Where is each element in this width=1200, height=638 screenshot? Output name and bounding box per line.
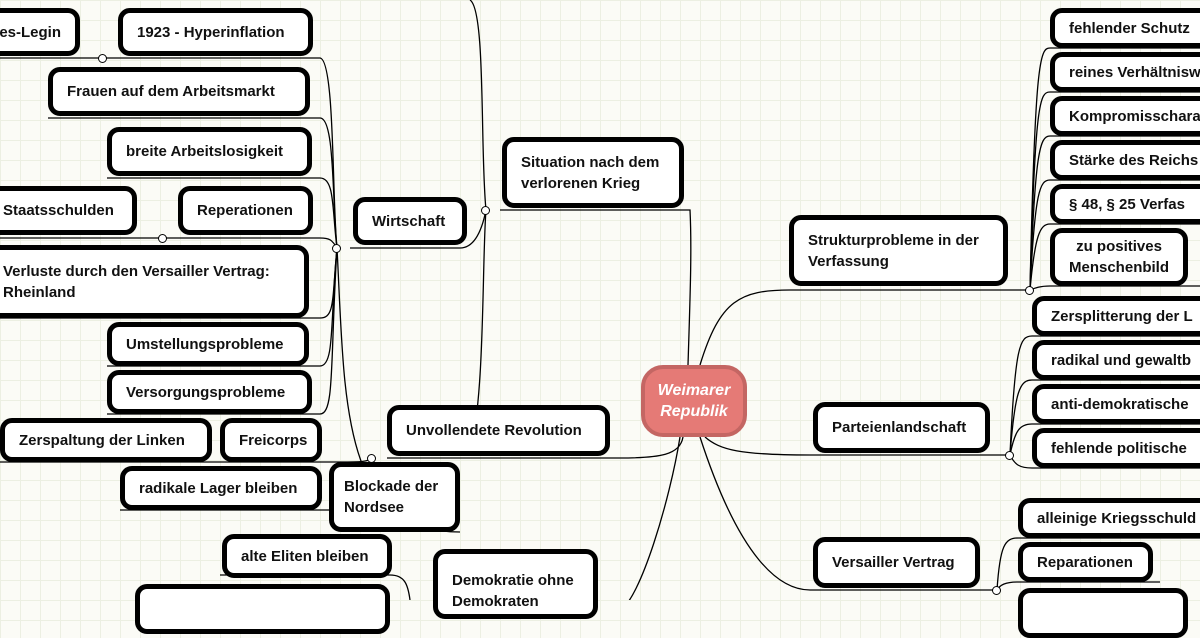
node-label: Freicorps (239, 431, 308, 449)
node-positives-menschenbild[interactable]: zu positives Menschenbild (1050, 228, 1188, 286)
node-label: Parteienlandschaft (832, 419, 967, 436)
node-zerspaltung-linken[interactable]: Zerspaltung der Linken (0, 418, 212, 462)
branch-dot[interactable] (332, 244, 341, 253)
branch-dot[interactable] (98, 54, 107, 63)
node-radikale-lager[interactable]: radikale Lager bleiben (120, 466, 322, 510)
node-es-legin[interactable]: es-Legin (0, 8, 80, 56)
node-label: Blockade der Nordsee (344, 478, 439, 516)
central-topic-label: Weimarer Republik (657, 382, 731, 420)
node-demokratie-ohne-demokraten[interactable]: Demokratie ohne Demokraten (433, 549, 598, 619)
node-label: Strukturprobleme in der Verfassung (808, 231, 979, 270)
node-label: reines Verhältnisw (1069, 63, 1200, 81)
node-fehlender-schutz[interactable]: fehlender Schutz (1050, 8, 1200, 48)
node-label: Staatsschulden (3, 202, 114, 219)
node-versailler-vertrag[interactable]: Versailler Vertrag (813, 537, 980, 588)
node-label: Umstellungsprobleme (126, 335, 284, 353)
node-label: zu positives Menschenbild (1069, 238, 1170, 276)
branch-dot[interactable] (1005, 451, 1014, 460)
node-reparationen[interactable]: Reparationen (1018, 542, 1153, 582)
branch-dot[interactable] (158, 234, 167, 243)
node-label: Versailler Vertrag (832, 554, 955, 571)
node-label: Verluste durch den Versailler Vertrag: R… (3, 262, 270, 301)
node-umstellungsprobleme[interactable]: Umstellungsprobleme (107, 322, 309, 366)
node-label: Wirtschaft (372, 212, 446, 230)
branch-dot[interactable] (1025, 286, 1034, 295)
node-label: radikal und gewaltb (1051, 351, 1192, 369)
node-label: 1923 - Hyperinflation (137, 23, 285, 41)
branch-dot[interactable] (481, 206, 490, 215)
node-label: anti-demokratische (1051, 395, 1189, 413)
node-staatsschulden[interactable]: Staatsschulden (0, 186, 137, 235)
node-alte-eliten[interactable]: alte Eliten bleiben (222, 534, 392, 578)
node-wirtschaft[interactable]: Wirtschaft (353, 197, 467, 245)
node-kriegsschuld[interactable]: alleinige Kriegsschuld (1018, 498, 1200, 538)
node-label: Frauen auf dem Arbeitsmarkt (67, 83, 275, 100)
node-label: Kompromisschara (1069, 107, 1200, 125)
node-label: Zerspaltung der Linken (19, 431, 185, 449)
node-kompromisscharakter[interactable]: Kompromisschara (1050, 96, 1200, 136)
node-label: Reperationen (197, 202, 293, 219)
node-partial-bottom-right[interactable] (1018, 588, 1188, 638)
node-unvollendete-revolution[interactable]: Unvollendete Revolution (387, 405, 610, 456)
branch-dot[interactable] (992, 586, 1001, 595)
node-reperationen[interactable]: Reperationen (178, 186, 313, 235)
node-label: Demokratie ohne Demokraten (452, 572, 574, 610)
node-hyperinflation[interactable]: 1923 - Hyperinflation (118, 8, 313, 56)
node-parteienlandschaft[interactable]: Parteienlandschaft (813, 402, 990, 453)
node-fehlende-politische[interactable]: fehlende politische (1032, 428, 1200, 468)
node-label: Stärke des Reichs (1069, 151, 1199, 169)
node-label: Versorgungsprobleme (126, 383, 286, 401)
node-label: alleinige Kriegsschuld (1037, 509, 1197, 527)
node-label: Zersplitterung der L (1051, 307, 1193, 325)
node-verluste-versailles[interactable]: Verluste durch den Versailler Vertrag: R… (0, 245, 309, 318)
node-paragraph-48[interactable]: § 48, § 25 Verfas (1050, 184, 1200, 224)
node-label: alte Eliten bleiben (241, 547, 369, 565)
node-label: es-Legin (0, 23, 61, 41)
node-label: fehlende politische (1051, 439, 1187, 457)
node-label: Unvollendete Revolution (406, 422, 582, 439)
node-label: Reparationen (1037, 553, 1133, 571)
node-freicorps[interactable]: Freicorps (220, 418, 322, 462)
node-partial-bottom[interactable] (135, 584, 390, 634)
node-arbeitslosigkeit[interactable]: breite Arbeitslosigkeit (107, 127, 312, 176)
node-verhaeltniswahl[interactable]: reines Verhältnisw (1050, 52, 1200, 92)
node-label: Situation nach dem verlorenen Krieg (521, 153, 660, 192)
node-label: fehlender Schutz (1069, 19, 1190, 37)
node-blockade-nordsee[interactable]: Blockade der Nordsee (329, 462, 460, 532)
node-label: radikale Lager bleiben (139, 479, 298, 497)
node-frauen-arbeitsmarkt[interactable]: Frauen auf dem Arbeitsmarkt (48, 67, 310, 116)
node-strukturprobleme[interactable]: Strukturprobleme in der Verfassung (789, 215, 1008, 286)
central-topic[interactable]: Weimarer Republik (641, 365, 747, 437)
node-zersplitterung[interactable]: Zersplitterung der L (1032, 296, 1200, 336)
node-anti-demokratisch[interactable]: anti-demokratische (1032, 384, 1200, 424)
node-label: breite Arbeitslosigkeit (126, 143, 283, 160)
node-versorgungsprobleme[interactable]: Versorgungsprobleme (107, 370, 312, 414)
node-label: § 48, § 25 Verfas (1069, 195, 1185, 213)
node-situation-nach-krieg[interactable]: Situation nach dem verlorenen Krieg (502, 137, 684, 208)
node-staerke-reichspraesident[interactable]: Stärke des Reichs (1050, 140, 1200, 180)
node-radikal-gewaltbereit[interactable]: radikal und gewaltb (1032, 340, 1200, 380)
